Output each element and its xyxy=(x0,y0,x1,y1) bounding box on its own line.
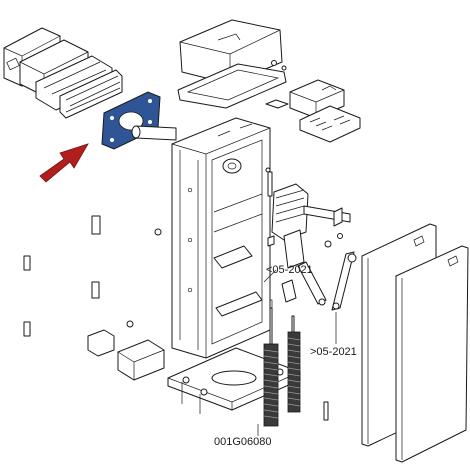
highlighted-mounting-plate xyxy=(101,91,161,150)
control-board-box xyxy=(265,79,361,143)
top-cover-assembly xyxy=(3,27,123,119)
callout-part-code: 001G06080 xyxy=(214,436,272,448)
leader-lines xyxy=(257,269,337,436)
barrier-shaft xyxy=(131,125,177,141)
base-plate xyxy=(167,347,301,414)
pointer-arrow xyxy=(39,143,89,183)
callout-before-date: <05-2021 xyxy=(266,264,313,276)
side-panels xyxy=(361,223,469,463)
main-cabinet xyxy=(171,117,271,359)
linkage-arms xyxy=(269,251,357,329)
balancing-springs xyxy=(263,307,329,427)
top-lid xyxy=(177,19,287,109)
callout-after-date: >05-2021 xyxy=(310,346,357,358)
side-fittings xyxy=(23,215,165,381)
gearmotor xyxy=(265,167,351,269)
